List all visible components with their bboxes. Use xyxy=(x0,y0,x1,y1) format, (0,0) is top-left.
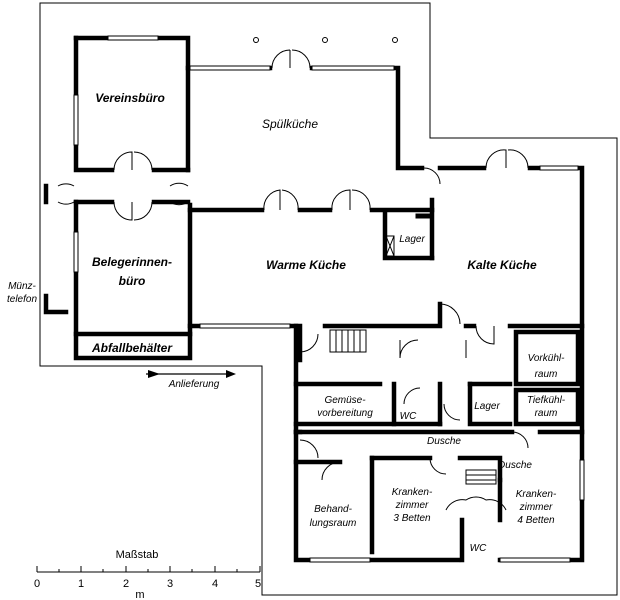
room-label-dusche-1: Dusche xyxy=(427,436,461,447)
room-label-belegerinnen-1: Belegerinnen- xyxy=(92,255,172,269)
scale-bar: Maßstab 0 1 2 3 4 5 m xyxy=(34,549,261,600)
room-label-abfall: Abfallbehälter xyxy=(91,341,173,355)
room-label-warme-kueche: Warme Küche xyxy=(266,258,346,272)
label-muenz-1: Münz- xyxy=(8,281,36,292)
room-label-vorkuehl-1: Vorkühl- xyxy=(528,353,566,364)
ceiling-lights xyxy=(253,37,398,43)
site-boundary xyxy=(39,2,618,596)
room-label-tiefkuehl-1: Tiefkühl- xyxy=(527,395,566,406)
scale-title: Maßstab xyxy=(116,549,159,561)
label-muenz-2: telefon xyxy=(7,294,37,305)
room-label-lager-top: Lager xyxy=(399,234,425,245)
room-label-tiefkuehl-2: raum xyxy=(535,408,558,419)
room-label-gemuese-2: vorbereitung xyxy=(317,408,373,419)
storage-shelf xyxy=(385,213,431,257)
room-label-vorkuehl-2: raum xyxy=(535,369,558,380)
label-anlieferung: Anlieferung xyxy=(168,379,220,390)
room-label-spuelkueche: Spülküche xyxy=(262,117,318,131)
room-label-kranken3-2: zimmer xyxy=(395,500,429,511)
stairs xyxy=(329,329,497,485)
windows xyxy=(73,35,585,563)
room-label-dusche-2: Dusche xyxy=(498,460,532,471)
room-label-kranken3-3: 3 Betten xyxy=(393,513,431,524)
room-label-kranken4-1: Kranken- xyxy=(516,489,557,500)
scale-tick-0: 0 xyxy=(34,578,40,590)
room-label-lager-mid: Lager xyxy=(474,401,500,412)
room-label-gemuese-1: Gemüse- xyxy=(324,395,366,406)
room-label-kalte-kueche: Kalte Küche xyxy=(467,258,537,272)
room-label-wc-2: WC xyxy=(470,543,487,554)
room-label-belegerinnen-2: büro xyxy=(119,274,146,288)
room-label-behand-2: lungsraum xyxy=(310,518,357,529)
room-label-kranken4-3: 4 Betten xyxy=(517,515,555,526)
scale-tick-5: 5 xyxy=(255,578,261,590)
anlieferung-arrow-icon xyxy=(146,370,236,378)
room-label-vereinsbuero: Vereinsbüro xyxy=(95,91,165,105)
room-label-wc-1: WC xyxy=(400,411,417,422)
scale-unit: m xyxy=(135,589,144,600)
room-label-behand-1: Behand- xyxy=(314,504,352,515)
doors xyxy=(57,49,529,511)
scale-tick-4: 4 xyxy=(212,578,218,590)
scale-tick-3: 3 xyxy=(167,578,173,590)
scale-tick-2: 2 xyxy=(123,578,129,590)
room-label-kranken3-1: Kranken- xyxy=(392,487,433,498)
room-label-kranken4-2: zimmer xyxy=(519,502,553,513)
scale-tick-1: 1 xyxy=(78,578,84,590)
